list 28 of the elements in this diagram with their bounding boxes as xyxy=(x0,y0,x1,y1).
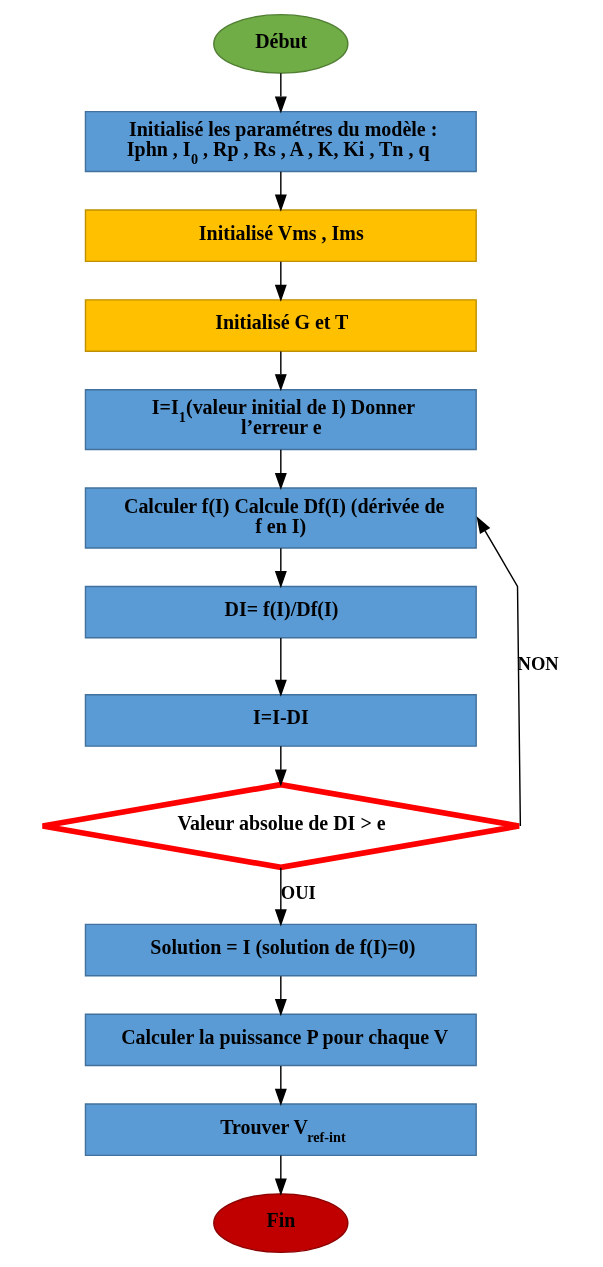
arrow xyxy=(476,516,522,827)
edge-label: OUI xyxy=(280,882,316,904)
node-box: DI= f(I)/Df(I) xyxy=(84,585,477,639)
edge-label: NON xyxy=(517,652,559,674)
arrow xyxy=(274,72,287,114)
arrow xyxy=(274,1065,287,1106)
node-diamond: Valeur absolue de DI > e xyxy=(39,781,522,871)
node-ellipse: Fin xyxy=(213,1193,349,1254)
node-box: Solution = I (solution de f(I)=0) xyxy=(84,923,477,977)
arrow xyxy=(274,975,287,1017)
arrow xyxy=(274,637,287,697)
arrow xyxy=(274,745,287,787)
node-box: Initialisé Vms , Ims xyxy=(84,209,477,263)
node-box: I=I$_{1}$(valeur initial de I) Donner l’erreur e xyxy=(84,388,477,451)
node-box: I=I-DI xyxy=(84,694,477,747)
node-box: Initialisé les paramétres du modèle : Iphn , I$_{0}$ , Rp , Rs , A , K, Ki , Tn , q xyxy=(84,110,477,173)
node-ellipse: Début xyxy=(213,13,349,74)
arrow xyxy=(274,449,287,491)
arrow xyxy=(274,867,287,927)
arrow xyxy=(274,1154,287,1196)
node-box: Trouver V$_{ref-int}$ xyxy=(84,1103,477,1157)
arrow xyxy=(274,350,287,392)
arrow xyxy=(274,171,287,212)
node-box: Calculer la puissance P pour chaque V xyxy=(84,1013,477,1067)
arrow xyxy=(274,547,287,589)
node-box: Calculer f(I) Calcule Df(I) (dérivée de f en I) xyxy=(84,487,477,549)
arrow xyxy=(274,261,287,302)
node-box: Initialisé G et T xyxy=(84,299,477,352)
